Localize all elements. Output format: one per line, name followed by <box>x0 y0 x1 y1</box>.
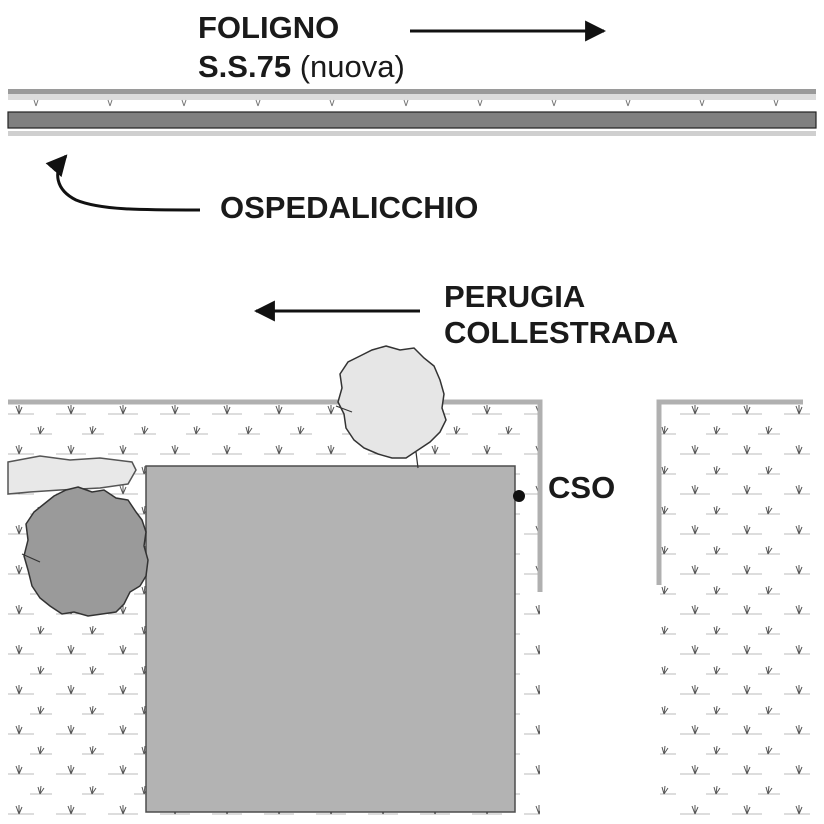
label-ss75-road: S.S.75 <box>198 49 292 84</box>
label-perugia: PERUGIA <box>444 279 586 314</box>
shrub-strip <box>7 455 137 495</box>
road-verge-pattern <box>33 99 779 107</box>
label-ss75: S.S.75 (nuova) <box>198 49 405 84</box>
label-ss75-note: (nuova) <box>299 49 405 84</box>
dot-marker-icon <box>513 490 525 502</box>
tree-canopy-icon <box>337 345 447 459</box>
tree-trunk <box>415 451 419 469</box>
tree-canopy-icon <box>23 486 149 617</box>
label-foligno: FOLIGNO <box>198 10 340 45</box>
boundary-wall-left <box>8 399 543 592</box>
label-cso: CSO <box>548 470 616 505</box>
label-ospedalicchio: OSPEDALICCHIO <box>220 190 479 225</box>
road-ss75 <box>7 89 817 136</box>
curved-arrow-up-left-icon <box>45 154 201 212</box>
boundary-wall-right <box>656 399 803 585</box>
building <box>145 465 516 813</box>
grass-area-right <box>660 402 810 820</box>
label-collestrada: COLLESTRADA <box>444 315 679 350</box>
tree-trunk <box>335 405 353 413</box>
tree-trunk <box>21 553 41 563</box>
